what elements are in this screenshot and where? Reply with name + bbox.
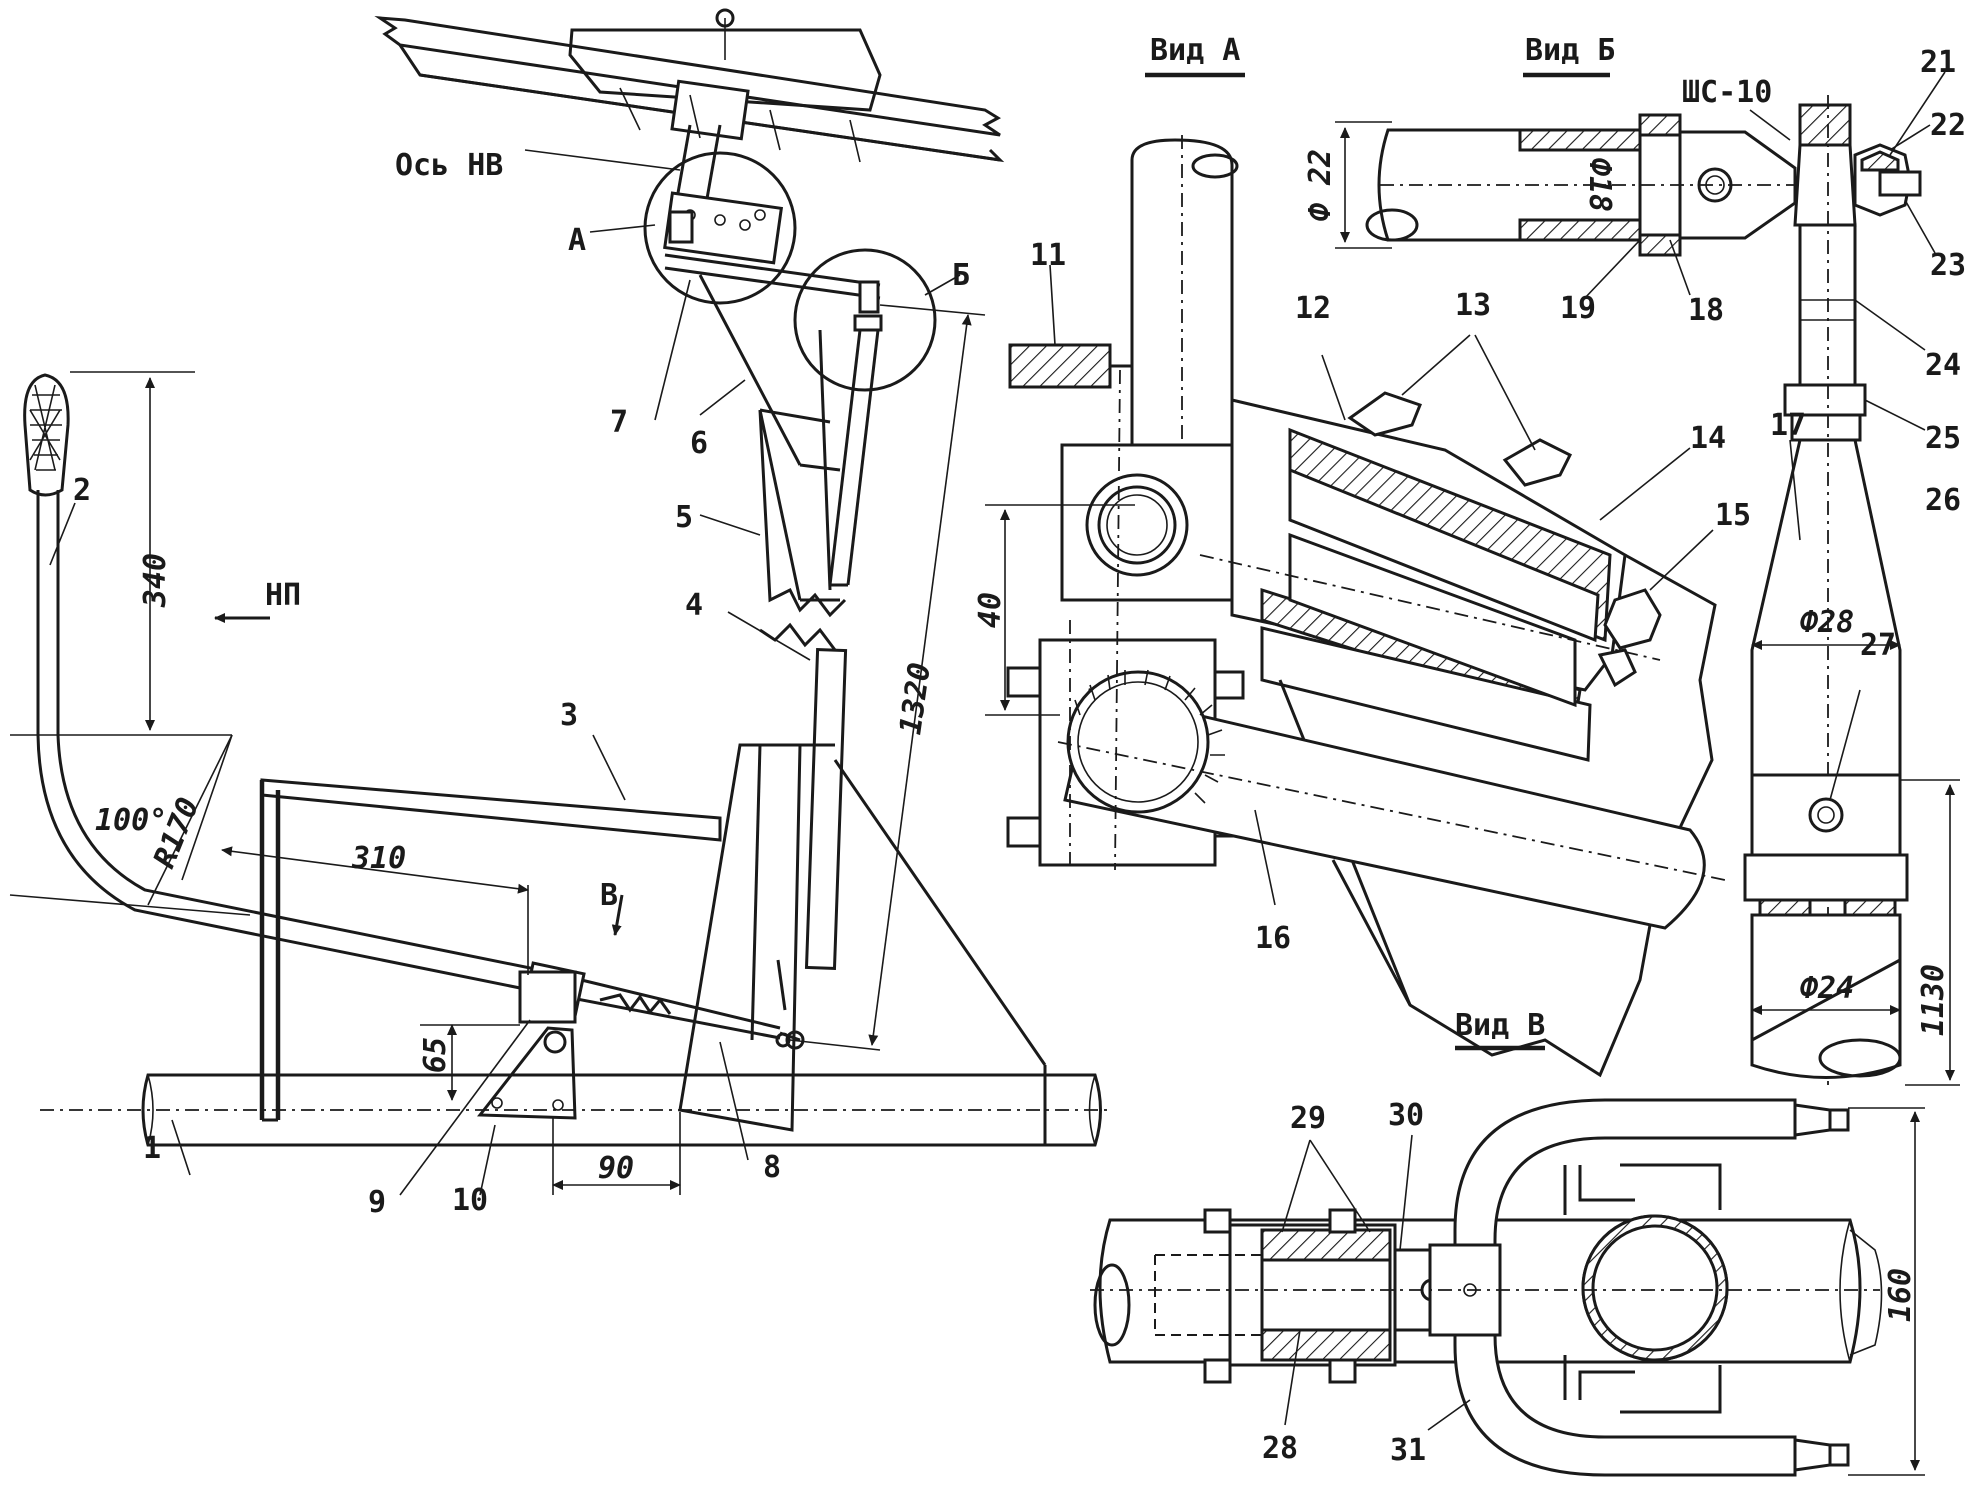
control-stick <box>23 373 541 992</box>
part-18: 18 <box>1688 293 1724 328</box>
v-arrow <box>611 894 624 936</box>
part-numbers: 1 2 3 4 5 6 7 8 9 10 11 12 13 14 15 16 1… <box>73 45 1966 1468</box>
part-4: 4 <box>685 588 703 623</box>
label-b: Б <box>952 258 970 293</box>
label-v: В <box>600 878 618 913</box>
part-7: 7 <box>610 405 628 440</box>
part-16: 16 <box>1255 921 1291 956</box>
dimension-lines-main <box>9 304 986 1195</box>
annotation-labels: Ось НВ НП А Б В ШС-10 <box>265 75 1772 913</box>
part-24: 24 <box>1925 348 1961 383</box>
part-10: 10 <box>452 1183 488 1218</box>
view-a-drawing <box>985 72 1726 1078</box>
view-a-title: Вид А <box>1150 33 1240 68</box>
dim-phi18: Ф18 <box>1582 158 1617 212</box>
view-v-drawing <box>1090 1045 1925 1477</box>
part-2: 2 <box>73 473 91 508</box>
dim-1320: 1320 <box>893 660 938 736</box>
part-3: 3 <box>560 698 578 733</box>
detail-circle-b <box>793 248 937 587</box>
part-14: 14 <box>1690 421 1726 456</box>
part-6: 6 <box>690 426 708 461</box>
part-30: 30 <box>1388 1098 1424 1133</box>
part-19: 19 <box>1560 291 1596 326</box>
part-29: 29 <box>1290 1101 1326 1136</box>
dim-phi28: Ф28 <box>1800 605 1854 640</box>
dim-340: 340 <box>138 553 173 608</box>
part-8: 8 <box>763 1150 781 1185</box>
part-12: 12 <box>1295 291 1331 326</box>
part-21: 21 <box>1920 45 1956 80</box>
back-column <box>678 622 1047 1132</box>
part-17: 17 <box>1770 408 1806 443</box>
pivot-bracket <box>476 970 577 1120</box>
part-26: 26 <box>1925 483 1961 518</box>
dim-40: 40 <box>973 592 1008 628</box>
upper-frame <box>374 8 1005 211</box>
part-22: 22 <box>1930 108 1966 143</box>
main-view <box>9 8 1110 1196</box>
dim-phi22: Ф 22 <box>1303 149 1338 221</box>
base-tube <box>40 1065 1110 1147</box>
detail-circle-a <box>643 151 881 305</box>
part-28: 28 <box>1262 1431 1298 1466</box>
dim-160: 160 <box>1883 1268 1918 1322</box>
part-23: 23 <box>1930 248 1966 283</box>
part-27: 27 <box>1860 628 1896 663</box>
label-a: А <box>568 223 586 258</box>
part-1: 1 <box>143 1131 161 1166</box>
dim-65: 65 <box>418 1037 453 1073</box>
view-b-drawing <box>1335 71 1960 1086</box>
np-label: НП <box>265 578 301 613</box>
part-25: 25 <box>1925 421 1961 456</box>
part-15: 15 <box>1715 498 1751 533</box>
dim-90: 90 <box>598 1151 634 1186</box>
view-b-title: Вид Б <box>1525 33 1615 68</box>
part-5: 5 <box>675 500 693 535</box>
label-shs10: ШС-10 <box>1682 75 1772 110</box>
strut-and-plate <box>698 274 847 618</box>
dim-100-deg: 100° <box>95 803 167 838</box>
part-9: 9 <box>368 1185 386 1220</box>
dim-310: 310 <box>351 841 406 876</box>
dim-1130: 1130 <box>1916 964 1951 1036</box>
dim-phi24: Ф24 <box>1800 971 1854 1006</box>
leaders-main <box>49 149 961 1196</box>
seat-frame <box>259 778 722 1122</box>
part-11: 11 <box>1030 238 1066 273</box>
view-v-title: Вид В <box>1455 1008 1545 1043</box>
part-31: 31 <box>1390 1433 1426 1468</box>
view-titles: Вид А Вид Б Вид В <box>1150 33 1615 1043</box>
part-13: 13 <box>1455 288 1491 323</box>
axis-nv-label: Ось НВ <box>395 148 503 183</box>
